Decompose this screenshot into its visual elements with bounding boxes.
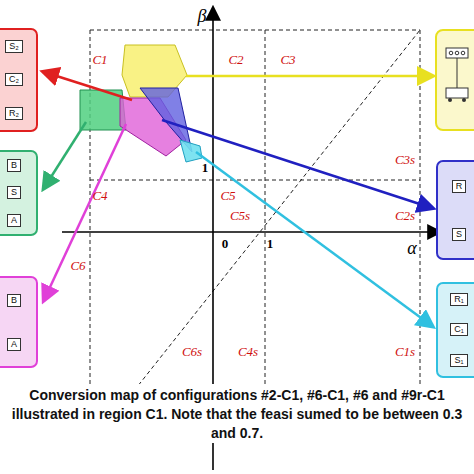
config-box bbox=[436, 30, 474, 130]
component-label: C₂ bbox=[5, 73, 23, 86]
region-label: C3 bbox=[280, 52, 295, 68]
axis-label: β bbox=[198, 6, 207, 27]
config-box: RS bbox=[436, 160, 474, 260]
component-label: S bbox=[452, 228, 466, 241]
leader-arrows bbox=[44, 72, 432, 326]
component-label: S₁ bbox=[450, 354, 467, 367]
figure-caption: Conversion map of configurations #2-C1, … bbox=[0, 384, 474, 443]
component-label: B bbox=[7, 159, 21, 172]
component-label: S bbox=[7, 186, 21, 199]
region-label: C5 bbox=[220, 188, 235, 204]
region-label: C3s bbox=[395, 152, 415, 168]
config-box: S₂ C₂ R₂ bbox=[0, 28, 38, 132]
component-label: S₂ bbox=[5, 40, 23, 53]
axis-label: α bbox=[407, 238, 416, 259]
component-label: A bbox=[7, 214, 21, 227]
region-label: C4 bbox=[92, 188, 107, 204]
tick-label: 0 bbox=[222, 236, 229, 252]
tick-label: 1 bbox=[202, 160, 209, 176]
component-label: R bbox=[452, 180, 467, 193]
component-label: C₁ bbox=[450, 323, 468, 336]
region-label: C4s bbox=[238, 344, 258, 360]
config-box: BA bbox=[0, 276, 38, 368]
tick-label: 1 bbox=[267, 236, 274, 252]
config-box: R₁ C₁ S₁ bbox=[436, 282, 474, 378]
grid bbox=[90, 30, 420, 440]
component-label: B bbox=[7, 294, 21, 307]
region-label: C2s bbox=[395, 208, 415, 224]
region-label: C5s bbox=[230, 208, 250, 224]
region-label: C1s bbox=[395, 344, 415, 360]
component-label: A bbox=[7, 338, 21, 351]
config-box: B S A bbox=[0, 150, 38, 236]
region-label: C6s bbox=[182, 344, 202, 360]
component-label: R₂ bbox=[5, 107, 23, 120]
feasible-regions bbox=[80, 45, 202, 162]
component-label: R₁ bbox=[450, 293, 468, 306]
region-label: C1 bbox=[92, 52, 107, 68]
region-label: C2 bbox=[228, 52, 243, 68]
region-label: C6 bbox=[70, 258, 85, 274]
